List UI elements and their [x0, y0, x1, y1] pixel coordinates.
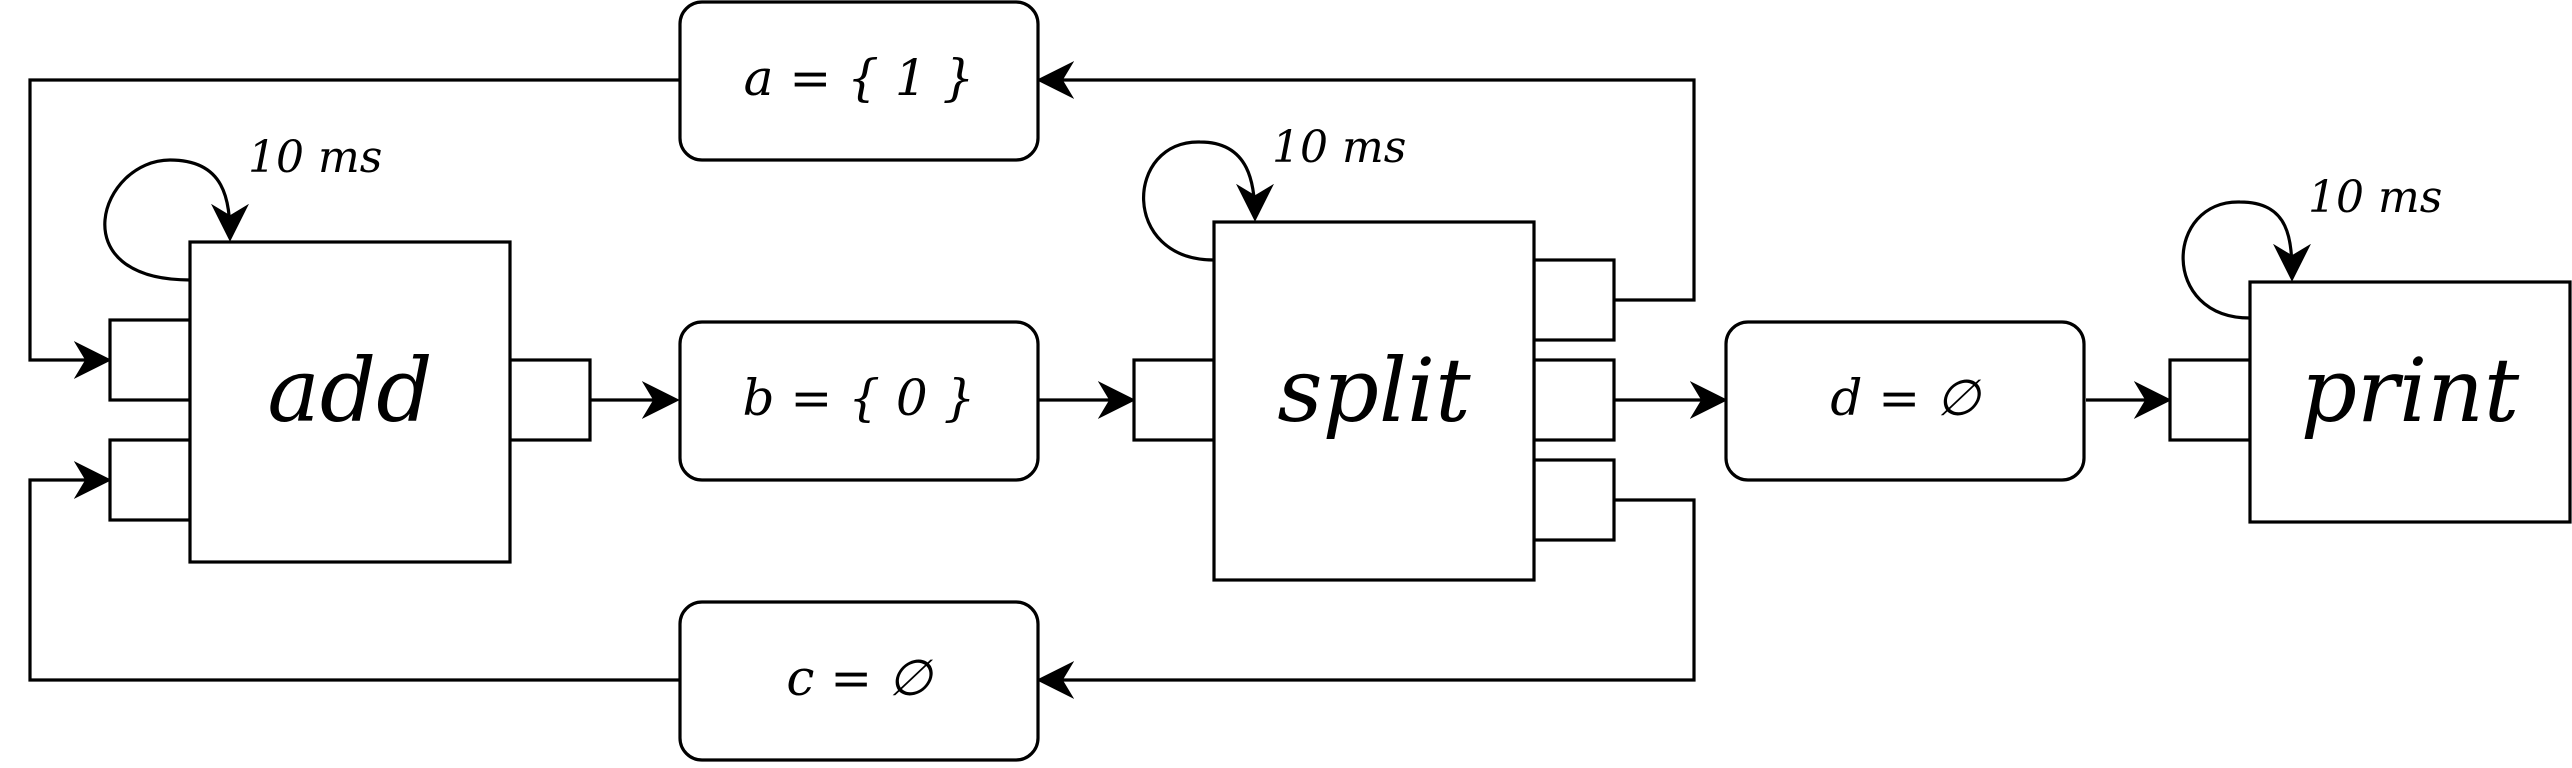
channel-d-box[interactable]	[1724, 320, 2086, 482]
channel-b[interactable]: b = { 0 }	[678, 320, 1040, 482]
channel-c-label: c = ∅	[786, 649, 934, 707]
split-output-port-top[interactable]	[1532, 258, 1616, 342]
channel-c-box[interactable]	[678, 600, 1040, 762]
wire-split-to-a	[1036, 61, 1696, 302]
wire-split-to-c	[1036, 498, 1696, 699]
channel-d[interactable]: d = ∅	[1724, 320, 2086, 482]
print-timer-loop	[2181, 200, 2311, 320]
add-block[interactable]	[188, 240, 512, 564]
split-timer-loop	[1142, 140, 1274, 262]
add-input-port-bottom[interactable]	[108, 438, 192, 522]
split-output-port-bottom[interactable]	[1532, 458, 1616, 542]
add-input-port-top[interactable]	[108, 318, 192, 402]
channel-a-label: a = { 1 }	[744, 49, 975, 107]
split-output-port-middle[interactable]	[1532, 358, 1616, 442]
channel-a-box[interactable]	[678, 0, 1040, 162]
process-split[interactable]: split	[1132, 220, 1616, 582]
print-label: print	[2301, 339, 2520, 442]
print-input-port[interactable]	[2168, 358, 2252, 442]
channel-b-label: b = { 0 }	[743, 369, 976, 427]
wire-c-to-add	[28, 461, 680, 682]
channel-b-box[interactable]	[678, 320, 1040, 482]
channel-c[interactable]: c = ∅	[678, 600, 1040, 762]
channel-d-label: d = ∅	[1830, 369, 1982, 427]
process-add[interactable]: add	[108, 240, 592, 564]
print-timer-label: 10 ms	[2308, 172, 2442, 223]
process-print[interactable]: print	[2168, 280, 2572, 524]
split-timer-label: 10 ms	[1272, 122, 1406, 173]
add-output-port[interactable]	[508, 358, 592, 442]
split-input-port[interactable]	[1132, 358, 1216, 442]
channel-a[interactable]: a = { 1 }	[678, 0, 1040, 162]
print-block[interactable]	[2248, 280, 2572, 524]
add-label: add	[267, 339, 432, 442]
split-block[interactable]	[1212, 220, 1536, 582]
wire-a-to-add	[28, 78, 680, 379]
add-timer-label: 10 ms	[248, 132, 382, 183]
add-timer-loop	[103, 158, 249, 282]
split-label: split	[1277, 339, 1471, 442]
